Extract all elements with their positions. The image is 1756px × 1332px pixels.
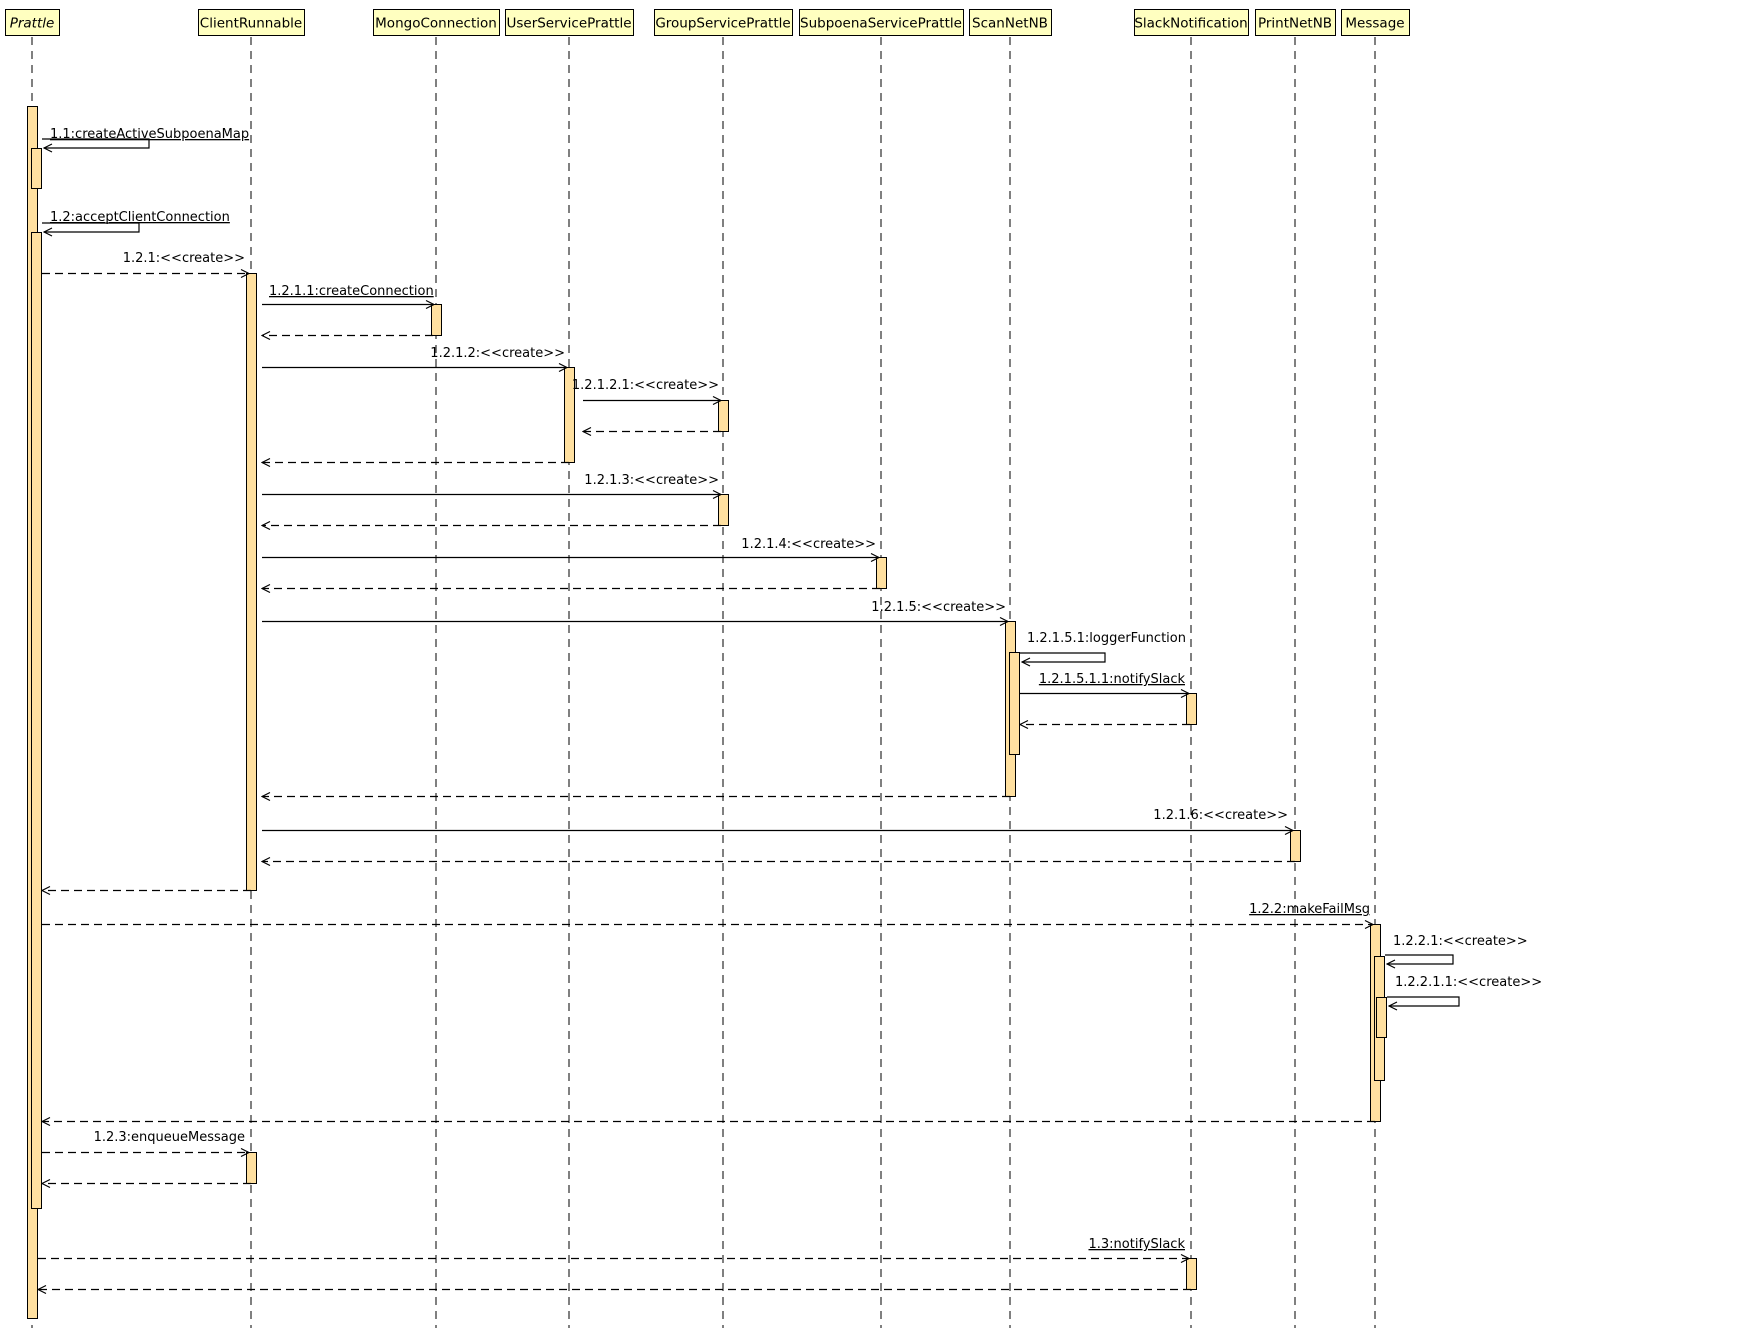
activation-bar-groupSvc — [718, 400, 729, 432]
activation-bar-client — [246, 273, 257, 891]
lifeline-box — [373, 9, 500, 36]
lifeline-title: Prattle — [10, 16, 55, 32]
activation-bar-mongo — [431, 304, 442, 336]
message-label: 1.2.1.5.1:loggerFunction — [1027, 631, 1186, 646]
lifeline-title: Message — [1345, 16, 1404, 32]
lifeline-header-message: Message — [1341, 9, 1410, 36]
message-label: 1.1:createActiveSubpoenaMap — [50, 127, 249, 142]
message-label: 1.2.1.2:<<create>> — [430, 346, 565, 361]
message-1-2-1-2-1-create: 1.2.1.2.1:<<create>> — [572, 378, 721, 401]
messages: 1.1:createActiveSubpoenaMap 1.2:acceptCli… — [38, 127, 1542, 1290]
message-label: 1.2.1.3:<<create>> — [584, 473, 719, 488]
lifeline-box — [1341, 9, 1410, 36]
message-label: 1.2.1.5.1.1:notifySlack — [1039, 672, 1186, 687]
activation-bars — [27, 106, 1387, 1319]
message-1-2-acceptclientconnection: 1.2:acceptClientConnection — [42, 210, 230, 232]
self-call-arrow — [42, 138, 150, 148]
message-label: 1.2.2.1:<<create>> — [1393, 934, 1528, 949]
activation-bar-prattle — [31, 232, 42, 1209]
self-call-arrow — [1020, 652, 1106, 662]
lifeline-box — [5, 9, 60, 36]
self-call-arrow — [1385, 954, 1454, 964]
message-label: 1.2.1.5:<<create>> — [871, 600, 1006, 615]
lifeline-headers: Prattle ClientRunnable MongoConnection User… — [5, 9, 1410, 36]
lifeline-header-clientrunnable: ClientRunnable — [198, 9, 305, 36]
activation-bar-prattle — [31, 148, 42, 189]
lifeline-box — [1255, 9, 1336, 36]
lifeline-header-printnetnb: PrintNetNB — [1255, 9, 1336, 36]
message-1-2-1-2-create: 1.2.1.2:<<create>> — [262, 346, 567, 368]
lifeline-title: MongoConnection — [375, 16, 497, 32]
activation-bar-groupSvc — [718, 494, 729, 526]
lifeline-header-mongoconnection: MongoConnection — [373, 9, 500, 36]
lifeline-header-prattle: Prattle — [5, 9, 60, 36]
message-label: 1.3:notifySlack — [1088, 1237, 1185, 1252]
message-1-2-1-5-create: 1.2.1.5:<<create>> — [262, 600, 1008, 622]
message-1-2-1-5-1-1-notifyslack: 1.2.1.5.1.1:notifySlack — [1020, 672, 1189, 694]
lifeline-title: ClientRunnable — [200, 16, 302, 32]
lifeline-box — [198, 9, 305, 36]
lifeline-box — [654, 9, 793, 36]
message-label: 1.2.2:makeFailMsg — [1249, 902, 1370, 917]
self-call-arrow — [1387, 996, 1460, 1006]
message-1-1-createactivesubpoenamap: 1.1:createActiveSubpoenaMap — [42, 127, 249, 148]
activation-bar-print — [1290, 830, 1301, 862]
message-1-2-1-5-1-loggerfunction: 1.2.1.5.1:loggerFunction — [1020, 631, 1186, 662]
lifeline-title: UserServicePrattle — [506, 16, 631, 32]
message-1-2-1-3-create: 1.2.1.3:<<create>> — [262, 473, 721, 495]
message-1-2-1-create: 1.2.1:<<create>> — [42, 251, 249, 274]
self-call-arrow — [42, 222, 140, 232]
message-1-2-2-1-1-create: 1.2.2.1.1:<<create>> — [1387, 975, 1542, 1006]
message-1-2-3-enqueuemessage: 1.2.3:enqueueMessage — [42, 1130, 249, 1153]
lifeline-title: GroupServicePrattle — [655, 16, 790, 32]
message-1-2-1-1-createconnection: 1.2.1.1:createConnection — [262, 284, 434, 305]
lifeline-header-scannetnb: ScanNetNB — [969, 9, 1052, 36]
activation-bar-slack — [1186, 693, 1197, 725]
activation-bar-scan — [1009, 652, 1020, 755]
activation-bar-userSvc — [564, 367, 575, 463]
message-1-2-2-1-create: 1.2.2.1:<<create>> — [1385, 934, 1528, 964]
lifeline-box — [969, 9, 1052, 36]
message-label: 1.2.2.1.1:<<create>> — [1395, 975, 1542, 990]
message-label: 1.2.1.2.1:<<create>> — [572, 378, 719, 393]
lifeline-title: ScanNetNB — [972, 16, 1048, 32]
lifeline-header-slacknotification: SlackNotification — [1134, 9, 1249, 36]
lifeline-title: SubpoenaServicePrattle — [800, 16, 962, 32]
message-1-2-2-makefailmsg: 1.2.2:makeFailMsg — [42, 902, 1373, 925]
lifeline-header-subpoenaserviceprattle: SubpoenaServicePrattle — [799, 9, 964, 36]
activation-bar-message — [1376, 997, 1387, 1038]
lifeline-header-groupserviceprattle: GroupServicePrattle — [654, 9, 793, 36]
lifeline-title: PrintNetNB — [1258, 16, 1332, 32]
message-label: 1.2.1:<<create>> — [123, 251, 245, 266]
message-label: 1.2.1.6:<<create>> — [1153, 808, 1288, 823]
message-label: 1.2:acceptClientConnection — [50, 210, 230, 225]
lifeline-title: SlackNotification — [1134, 16, 1247, 32]
activation-bar-client — [246, 1152, 257, 1184]
message-label: 1.2.1.4:<<create>> — [741, 537, 876, 552]
lifeline-header-userserviceprattle: UserServicePrattle — [505, 9, 634, 36]
lifeline-box — [1134, 9, 1249, 36]
message-1-3-notifyslack: 1.3:notifySlack — [38, 1237, 1189, 1259]
activation-bar-subpoenaSvc — [876, 557, 887, 589]
message-label: 1.2.1.1:createConnection — [269, 284, 434, 299]
lifeline-box — [505, 9, 634, 36]
lifeline-box — [799, 9, 964, 36]
activation-bar-slack — [1186, 1258, 1197, 1290]
message-1-2-1-4-create: 1.2.1.4:<<create>> — [262, 537, 879, 558]
message-label: 1.2.3:enqueueMessage — [94, 1130, 245, 1145]
message-1-2-1-6-create: 1.2.1.6:<<create>> — [262, 808, 1293, 831]
